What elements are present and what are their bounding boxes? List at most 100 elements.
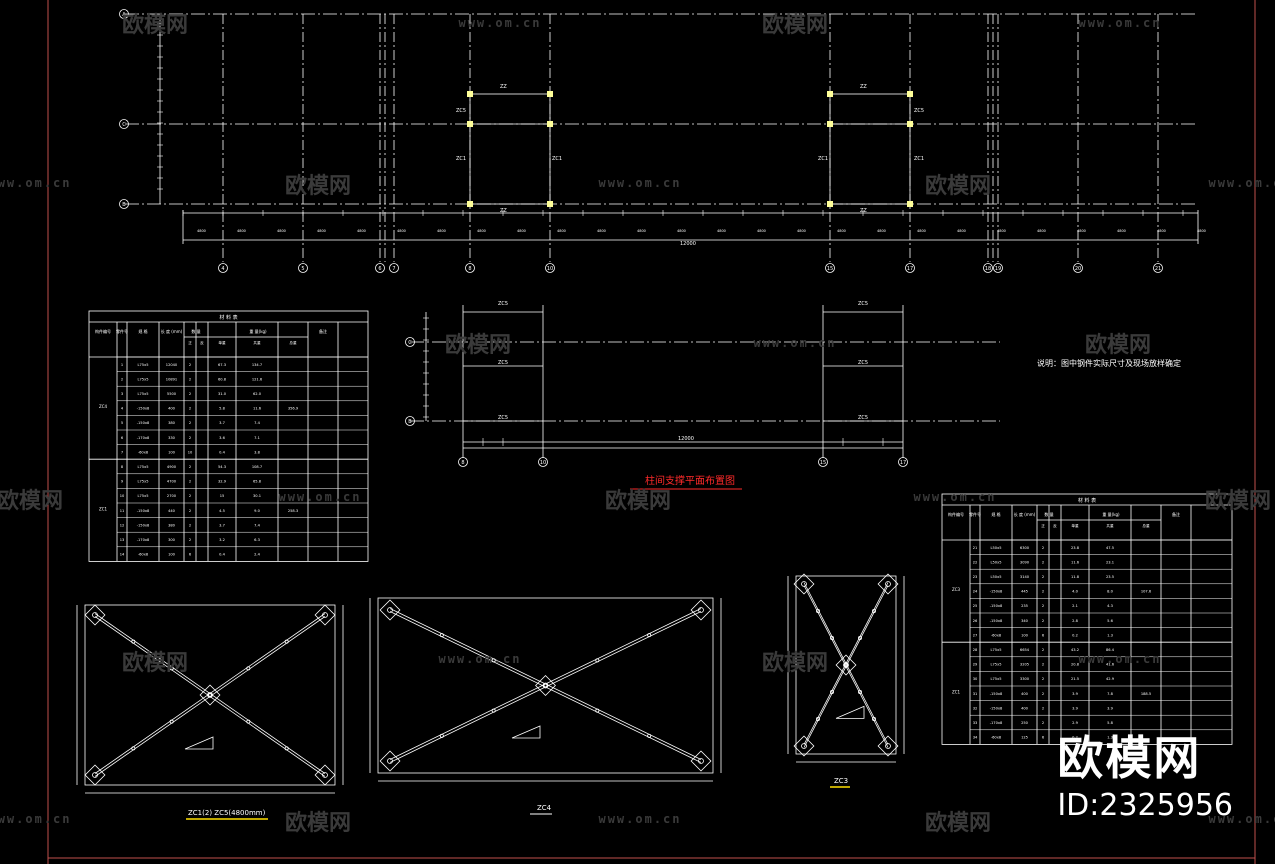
table-cell: 2.4: [254, 553, 260, 557]
table-header: 规 格: [138, 328, 147, 334]
table-cell: 2: [189, 523, 191, 527]
svg-text:B: B: [408, 419, 412, 425]
table-cell: 5.8: [219, 407, 225, 411]
svg-text:4800: 4800: [757, 229, 766, 233]
svg-text:4800: 4800: [197, 229, 206, 233]
svg-text:6: 6: [378, 266, 381, 272]
table-cell: 4900: [167, 465, 177, 469]
table-cell: 7.1: [254, 436, 260, 440]
table-cell: 2: [189, 421, 191, 425]
table-cell: 7.4: [254, 523, 260, 527]
svg-text:21: 21: [1155, 266, 1161, 272]
table-header: 零件号: [969, 511, 981, 517]
svg-text:20: 20: [1075, 266, 1081, 272]
table-cell: 4700: [167, 480, 177, 484]
table-cell: 9: [121, 480, 124, 484]
table-cell: 34: [973, 736, 978, 740]
table-title: 材 料 表: [1078, 497, 1096, 504]
bay-label-zc1-3: ZC1: [818, 156, 828, 162]
table-cell: -150x8: [990, 619, 1003, 623]
svg-text:4800: 4800: [517, 229, 526, 233]
axis-bubble-col-4: 4: [218, 263, 228, 273]
table-cell: -150x8: [137, 509, 150, 513]
table-cell: 6: [121, 436, 124, 440]
svg-text:4800: 4800: [1197, 229, 1206, 233]
table-cell: L50x5: [991, 560, 1002, 564]
table-subheader: 反: [200, 340, 204, 345]
table-cell: 1.3: [1107, 633, 1113, 637]
table-cell: 7: [121, 450, 123, 454]
table-cell: 3205: [1020, 663, 1029, 667]
svg-text:4800: 4800: [957, 229, 966, 233]
table-cell: L75x5: [138, 465, 149, 469]
table-cell: 13: [120, 538, 125, 542]
table-cell: 3.9: [1072, 692, 1078, 696]
watermark-url: www.om.cn: [598, 176, 681, 190]
watermark-brand: 欧模网: [925, 810, 991, 836]
table-cell: L75x5: [138, 377, 149, 381]
p2-axis-bubble-15: 15: [818, 457, 828, 467]
table-cell: L75x5: [991, 648, 1002, 652]
svg-text:4800: 4800: [437, 229, 446, 233]
dim-total-label: 12000: [680, 241, 696, 247]
column-node: [467, 91, 473, 97]
watermark-url: www.om.cn: [0, 812, 72, 826]
table-cell: 2: [189, 538, 191, 542]
column-node: [907, 121, 913, 127]
bay-label-zz-1: ZZ: [500, 84, 507, 90]
table-cell: 11.8: [1071, 575, 1080, 579]
axis-bubble-col-20: 20: [1073, 263, 1083, 273]
axis-bubble-col-17: 17: [905, 263, 915, 273]
table-cell: 9.0: [254, 509, 260, 513]
watermark-url: www.om.cn: [598, 812, 681, 826]
table-cell: 6.3: [254, 538, 260, 542]
table-header: 备注: [319, 328, 327, 334]
svg-text:A: A: [122, 12, 126, 18]
table-cell: -170x8: [990, 721, 1003, 725]
axis-bubble-col-21: 21: [1153, 263, 1163, 273]
table-cell: 2: [189, 436, 191, 440]
table-cell: 12: [120, 523, 125, 527]
table-cell: 0.4: [219, 553, 225, 557]
brand-stamp: 欧模网 ID:2325956: [1057, 730, 1233, 826]
svg-text:4800: 4800: [557, 229, 566, 233]
table-cell: -150x8: [990, 706, 1003, 710]
table-cell: 60.8: [218, 377, 227, 381]
brace-details: [76, 573, 905, 794]
table-cell: 0.2: [1072, 736, 1078, 740]
table-cell: 7.8: [1107, 692, 1113, 696]
table-cell: 330: [168, 436, 176, 440]
table-cell: 41.6: [1106, 663, 1115, 667]
table-cell: L75x5: [138, 494, 149, 498]
table-cell: -60x8: [138, 450, 149, 454]
column-node: [467, 121, 473, 127]
table-cell: 23: [973, 575, 978, 579]
table-cell: -150x8: [137, 407, 150, 411]
svg-text:17: 17: [900, 460, 906, 466]
table-cell: 25: [973, 604, 978, 608]
axis-bubble-row-A: A: [119, 9, 129, 19]
axis-bubble-col-8: 8: [465, 263, 475, 273]
table-cell: 100: [168, 450, 176, 454]
table-cell: 108.7: [252, 465, 262, 469]
table-cell: 445: [1021, 590, 1028, 594]
table-cell: 21.5: [1071, 677, 1079, 681]
table-cell: 43.2: [1071, 648, 1079, 652]
table-cell: 400: [1021, 692, 1029, 696]
table-cell: 6: [1042, 736, 1045, 740]
table-cell: 2: [189, 465, 191, 469]
bay-label-zz-4: ZZ: [860, 208, 867, 214]
table-cell: 32.9: [218, 480, 227, 484]
table-subheader: 总重: [289, 340, 297, 345]
watermarks: 欧模网欧模网欧模网欧模网欧模网欧模网欧模网欧模网欧模网欧模网欧模网欧模网欧模网w…: [0, 12, 1275, 836]
table-cell: 6300: [1020, 546, 1030, 550]
table-cell: 6654: [1020, 648, 1030, 652]
p2-axis-bubble-8: 8: [458, 457, 468, 467]
detail-zc4: [369, 597, 722, 782]
watermark-url: www.om.cn: [438, 652, 521, 666]
axis-bubble-col-10: 10: [545, 263, 555, 273]
table-cell: 2: [189, 377, 191, 381]
table-cell: 2: [1042, 604, 1044, 608]
axis-bubble-col-6: 6: [375, 263, 385, 273]
